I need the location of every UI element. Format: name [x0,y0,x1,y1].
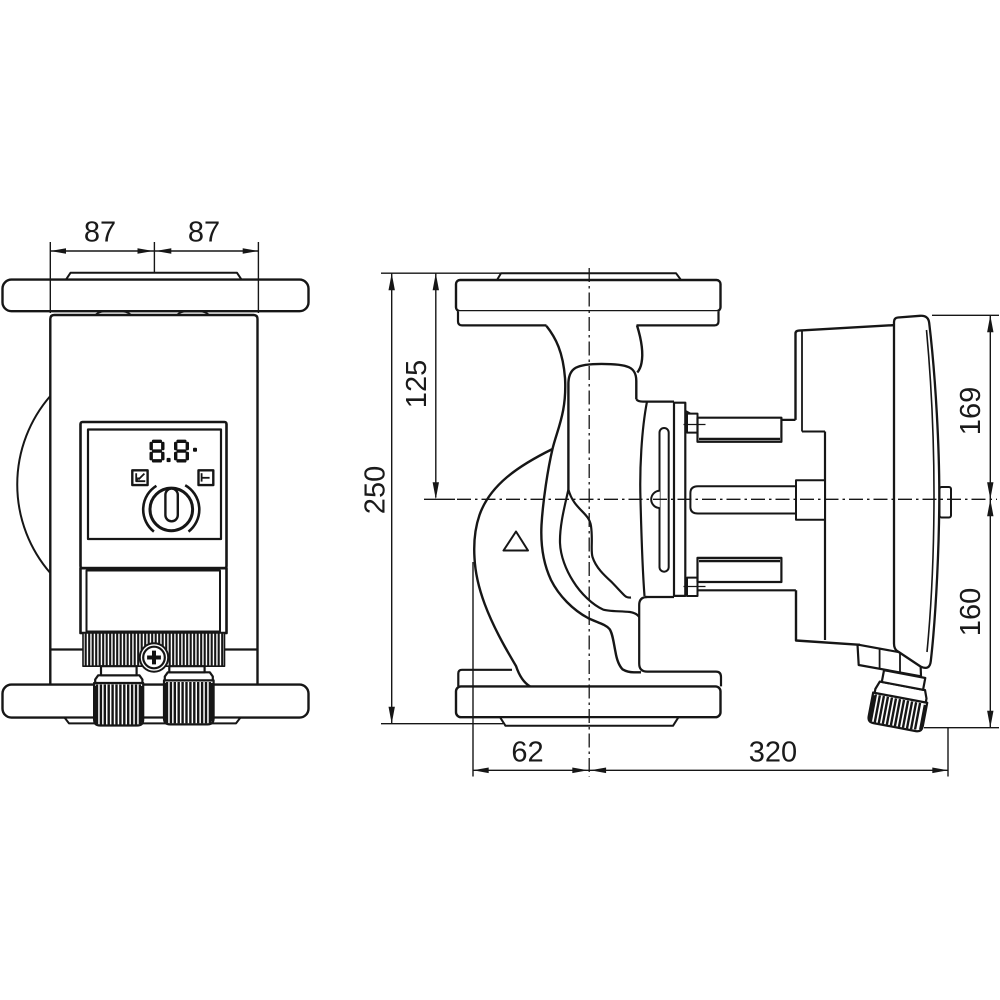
svg-text:125: 125 [401,360,433,408]
svg-text:250: 250 [360,466,392,514]
svg-text:62: 62 [511,737,543,769]
svg-text:320: 320 [749,737,797,769]
svg-text:169: 169 [955,387,987,435]
svg-text:160: 160 [955,588,987,636]
svg-text:87: 87 [84,217,116,249]
svg-text:87: 87 [188,217,220,249]
